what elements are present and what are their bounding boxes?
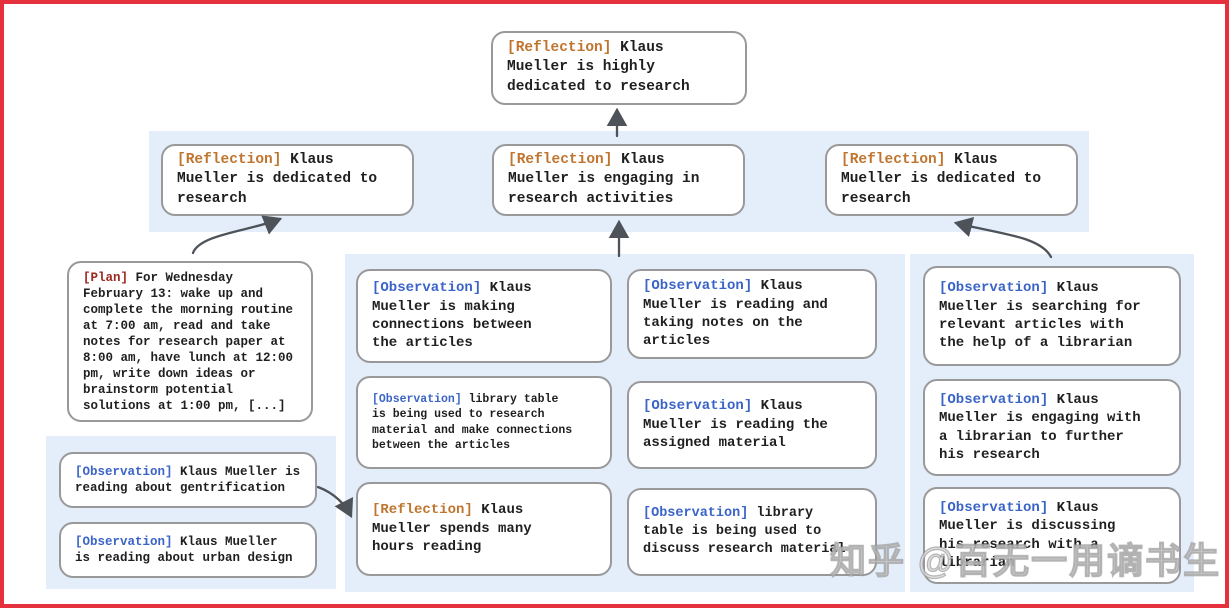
observation-tag: [Observation] xyxy=(939,280,1049,297)
node-reflection-dedicated-left: [Reflection] Klaus Mueller is dedicated … xyxy=(161,144,414,216)
node-observation-library-research: [Observation] library table is being use… xyxy=(356,376,612,469)
node-text: Klaus Mueller is engaging in research ac… xyxy=(508,152,700,207)
node-text: Klaus Mueller is discussing his research… xyxy=(939,499,1116,571)
observation-tag: [Observation] xyxy=(643,506,749,522)
node-text: Klaus Mueller is searching for relevant … xyxy=(939,280,1141,352)
observation-tag: [Observation] xyxy=(75,534,173,549)
node-observation-assigned-material: [Observation] Klaus Mueller is reading t… xyxy=(627,381,877,469)
node-text: Klaus Mueller is reading about urban des… xyxy=(75,534,293,566)
node-observation-urban-design: [Observation] Klaus Mueller is reading a… xyxy=(59,522,317,578)
node-text: Klaus Mueller is dedicated to research xyxy=(841,152,1042,207)
node-reflection-dedicated-right: [Reflection] Klaus Mueller is dedicated … xyxy=(825,144,1078,216)
observation-tag: [Observation] xyxy=(643,278,753,295)
node-observation-taking-notes: [Observation] Klaus Mueller is reading a… xyxy=(627,269,877,359)
observation-tag: [Observation] xyxy=(372,280,482,297)
node-observation-library-discuss: [Observation] library table is being use… xyxy=(627,488,877,576)
node-text: library table is being used to research … xyxy=(372,393,573,452)
node-text: library table is being used to discuss r… xyxy=(643,506,846,557)
node-observation-engaging-librarian: [Observation] Klaus Mueller is engaging … xyxy=(923,379,1181,476)
observation-tag: [Observation] xyxy=(372,393,462,407)
reflection-tag: [Reflection] xyxy=(507,40,612,57)
node-text: Klaus Mueller is reading the assigned ma… xyxy=(643,398,828,452)
observation-tag: [Observation] xyxy=(939,391,1049,408)
observation-tag: [Observation] xyxy=(643,398,753,415)
node-text: Klaus Mueller is highly dedicated to res… xyxy=(507,40,690,95)
node-observation-discussing-librarian: [Observation] Klaus Mueller is discussin… xyxy=(923,487,1181,584)
reflection-tag: [Reflection] xyxy=(177,152,282,169)
reflection-tag: [Reflection] xyxy=(841,152,946,169)
observation-tag: [Observation] xyxy=(75,464,173,479)
node-text: Klaus Mueller is reading about gentrific… xyxy=(75,464,301,496)
node-text: Klaus Mueller spends many hours reading xyxy=(372,502,532,556)
node-plan-wednesday: [Plan] For Wednesday February 13: wake u… xyxy=(67,261,313,422)
node-reflection-root: [Reflection] Klaus Mueller is highly ded… xyxy=(491,31,747,105)
watermark: 知乎 @百无一用谪书生 xyxy=(829,539,1222,581)
node-observation-gentrification: [Observation] Klaus Mueller is reading a… xyxy=(59,452,317,508)
plan-tag: [Plan] xyxy=(83,270,129,285)
node-observation-searching-articles: [Observation] Klaus Mueller is searching… xyxy=(923,266,1181,366)
node-observation-connections: [Observation] Klaus Mueller is making co… xyxy=(356,269,612,363)
node-reflection-hours-reading: [Reflection] Klaus Mueller spends many h… xyxy=(356,482,612,576)
observation-tag: [Observation] xyxy=(939,499,1049,516)
reflection-tag: [Reflection] xyxy=(508,152,613,169)
node-text: For Wednesday February 13: wake up and c… xyxy=(83,270,294,413)
node-text: Klaus Mueller is making connections betw… xyxy=(372,280,532,352)
node-text: Klaus Mueller is dedicated to research xyxy=(177,152,378,207)
node-reflection-engaging: [Reflection] Klaus Mueller is engaging i… xyxy=(492,144,745,216)
node-text: Klaus Mueller is reading and taking note… xyxy=(643,278,828,350)
node-text: Klaus Mueller is engaging with a librari… xyxy=(939,391,1141,463)
reflection-tag: [Reflection] xyxy=(372,502,473,519)
